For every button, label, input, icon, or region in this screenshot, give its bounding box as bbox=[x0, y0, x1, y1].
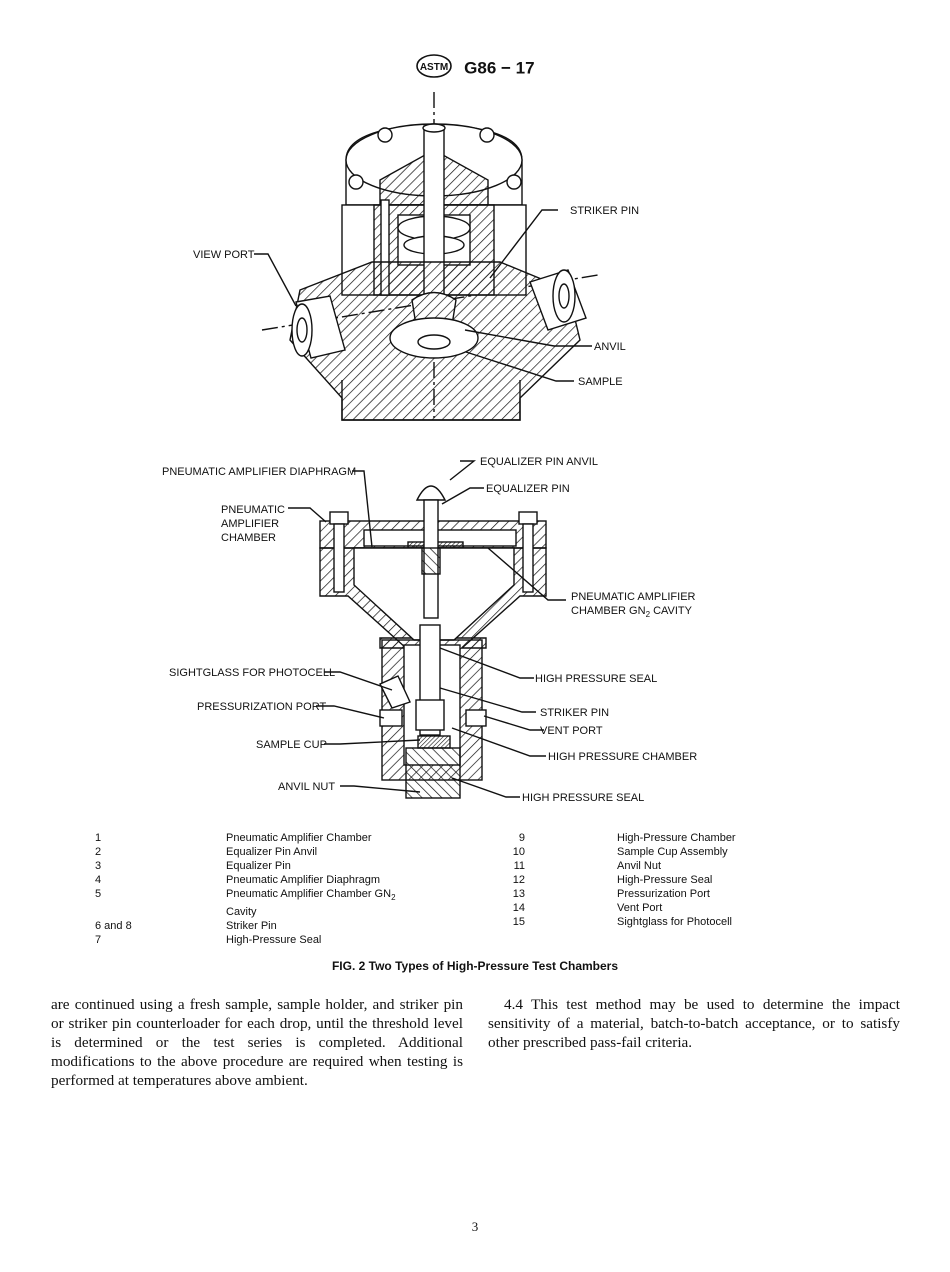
body-text-right: 4.4 This test method may be used to dete… bbox=[488, 996, 900, 1051]
label-high-pressure-seal-lower: HIGH PRESSURE SEAL bbox=[522, 792, 644, 804]
label-sightglass: SIGHTGLASS FOR PHOTOCELL bbox=[169, 667, 335, 679]
legend-row: Cavity bbox=[226, 906, 257, 919]
label-sample-cup: SAMPLE CUP bbox=[256, 739, 327, 751]
label-pressurization-port: PRESSURIZATION PORT bbox=[197, 701, 326, 713]
label-sample: SAMPLE bbox=[578, 376, 623, 388]
page-number: 3 bbox=[471, 1219, 479, 1234]
standard-code: G86 − 17 bbox=[464, 58, 535, 78]
label-vent-port: VENT PORT bbox=[540, 725, 603, 737]
label-pneumatic-chamber-line2: AMPLIFIER bbox=[221, 518, 279, 530]
label-high-pressure-chamber: HIGH PRESSURE CHAMBER bbox=[548, 751, 697, 763]
svg-text:ASTM: ASTM bbox=[420, 62, 448, 73]
bottom-chamber-drawing bbox=[288, 460, 566, 799]
top-chamber-drawing bbox=[254, 92, 599, 421]
figure-2: STRIKER PIN VIEW PORT ANVIL SAMPLE bbox=[162, 92, 697, 804]
label-anvil-nut: ANVIL NUT bbox=[278, 781, 335, 793]
label-view-port: VIEW PORT bbox=[193, 249, 255, 261]
label-equalizer-pin: EQUALIZER PIN bbox=[486, 483, 570, 495]
page-header: ASTM G86 − 17 bbox=[0, 54, 950, 83]
label-striker-pin: STRIKER PIN bbox=[570, 205, 639, 217]
chamber-drawings: STRIKER PIN VIEW PORT ANVIL SAMPLE bbox=[162, 92, 697, 804]
figure-caption: FIG. 2 Two Types of High-Pressure Test C… bbox=[331, 959, 619, 973]
astm-logo-icon: ASTM bbox=[415, 54, 453, 83]
label-high-pressure-seal-upper: HIGH PRESSURE SEAL bbox=[535, 673, 657, 685]
label-equalizer-pin-anvil: EQUALIZER PIN ANVIL bbox=[480, 456, 598, 468]
label-pneumatic-chamber-line3: CHAMBER bbox=[221, 532, 276, 544]
label-gn2-cavity-line1: PNEUMATIC AMPLIFIER bbox=[571, 591, 696, 603]
body-text-left: are continued using a fresh sample, samp… bbox=[51, 996, 463, 1089]
label-anvil: ANVIL bbox=[594, 341, 626, 353]
label-pneumatic-amplifier-diaphragm: PNEUMATIC AMPLIFIER DIAPHRAGM bbox=[162, 466, 356, 478]
label-striker-pin-lower: STRIKER PIN bbox=[540, 707, 609, 719]
label-pneumatic-chamber-line1: PNEUMATIC bbox=[221, 504, 285, 516]
label-gn2-cavity-line2: CHAMBER GN2 CAVITY bbox=[571, 605, 693, 619]
